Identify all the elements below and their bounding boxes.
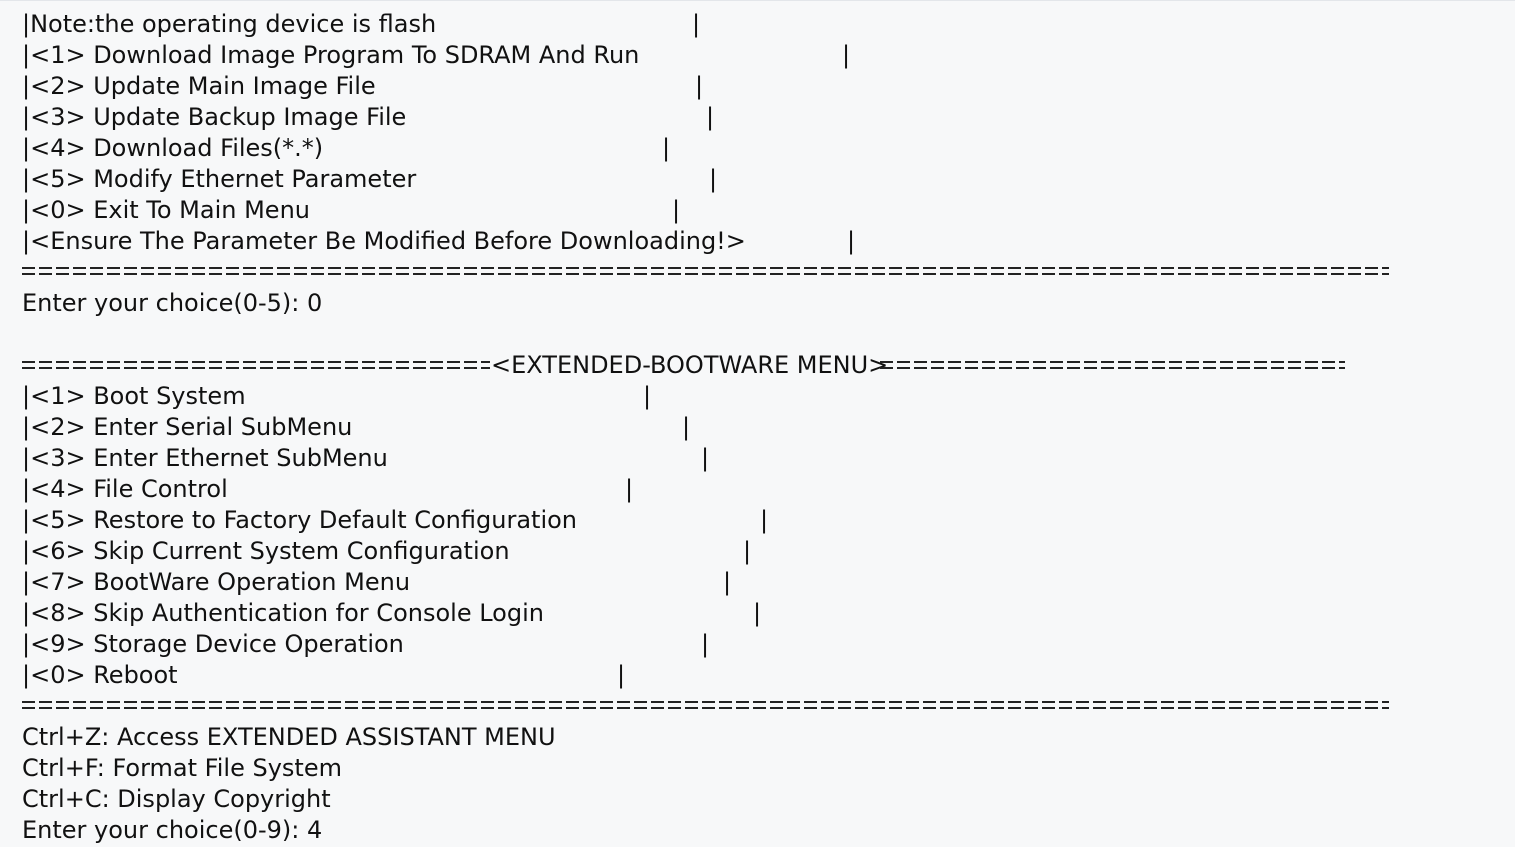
menu-header-rule-right [880, 361, 1345, 369]
download-option-3: |<3> Update Backup Image File [22, 103, 407, 131]
download-option-0: |<0> Exit To Main Menu [22, 196, 310, 224]
menu-border-right: | [701, 630, 710, 658]
shortcut-ctrl-c: Ctrl+C: Display Copyright [22, 785, 331, 813]
menu-header-rule-left [22, 361, 490, 369]
menu-border-right: | [662, 134, 671, 162]
shortcut-ctrl-f: Ctrl+F: Format File System [22, 754, 342, 782]
menu-border-right: | [760, 506, 769, 534]
note-line: |Note:the operating device is flash [22, 10, 437, 38]
download-option-5: |<5> Modify Ethernet Parameter [22, 165, 417, 193]
main-choice-prompt[interactable]: Enter your choice(0-9): 4 [22, 816, 323, 844]
menu-option-5: |<5> Restore to Factory Default Configur… [22, 506, 577, 534]
menu-option-8: |<8> Skip Authentication for Console Log… [22, 599, 544, 627]
menu-border-right: | [643, 382, 652, 410]
menu-border-right: | [842, 41, 851, 69]
menu-border-right: | [617, 661, 626, 689]
menu-border-right: | [682, 413, 691, 441]
menu-option-2: |<2> Enter Serial SubMenu [22, 413, 353, 441]
menu-option-3: |<3> Enter Ethernet SubMenu [22, 444, 388, 472]
separator-line [22, 267, 1389, 275]
menu-border-right: | [672, 196, 681, 224]
menu-border-right: | [625, 475, 634, 503]
menu-option-9: |<9> Storage Device Operation [22, 630, 404, 658]
download-warning-line: |<Ensure The Parameter Be Modified Befor… [22, 227, 746, 255]
menu-option-7: |<7> BootWare Operation Menu [22, 568, 411, 596]
menu-option-0: |<0> Reboot [22, 661, 178, 689]
menu-border-right: | [723, 568, 732, 596]
menu-option-1: |<1> Boot System [22, 382, 246, 410]
menu-border-right: | [709, 165, 718, 193]
menu-border-right: | [743, 537, 752, 565]
menu-border-right: | [701, 444, 710, 472]
separator-line [22, 701, 1389, 709]
menu-border-right: | [847, 227, 856, 255]
download-option-2: |<2> Update Main Image File [22, 72, 376, 100]
menu-border-right: | [695, 72, 704, 100]
extended-menu-title: <EXTENDED-BOOTWARE MENU> [491, 351, 889, 379]
shortcut-ctrl-z: Ctrl+Z: Access EXTENDED ASSISTANT MENU [22, 723, 556, 751]
download-option-1: |<1> Download Image Program To SDRAM And… [22, 41, 640, 69]
download-option-4: |<4> Download Files(*.*) [22, 134, 324, 162]
menu-border-right: | [753, 599, 762, 627]
menu-border-right: | [692, 10, 701, 38]
menu-option-4: |<4> File Control [22, 475, 228, 503]
download-choice-prompt: Enter your choice(0-5): 0 [22, 289, 323, 317]
menu-border-right: | [706, 103, 715, 131]
menu-option-6: |<6> Skip Current System Configuration [22, 537, 510, 565]
